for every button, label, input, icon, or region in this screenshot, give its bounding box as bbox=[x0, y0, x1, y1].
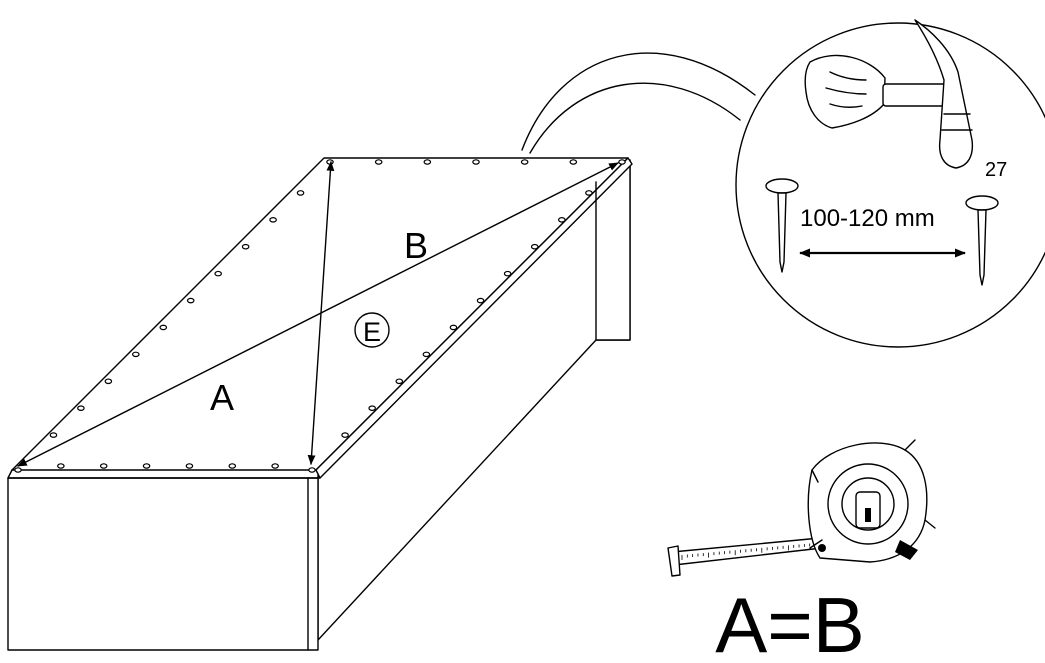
diagonal-a-label: A bbox=[210, 377, 234, 418]
nail-hole bbox=[326, 159, 334, 165]
nail-right-head bbox=[965, 195, 999, 211]
nail-hole bbox=[341, 432, 349, 438]
nail-hole bbox=[214, 270, 222, 277]
nail-hole bbox=[186, 297, 195, 304]
callout-leader-inner bbox=[529, 82, 741, 154]
panel-e-label: E bbox=[363, 317, 381, 347]
nail-hole bbox=[77, 405, 85, 411]
nail-hole bbox=[296, 190, 305, 196]
tape-measure-icon bbox=[667, 439, 936, 577]
nail-hole bbox=[308, 467, 316, 473]
hammer-handle bbox=[882, 83, 950, 107]
cabinet-box bbox=[7, 157, 633, 651]
detail-callout: 27 100-120 mm bbox=[521, 19, 1045, 348]
hammer-hand-icon bbox=[804, 19, 974, 169]
nail-hole bbox=[395, 378, 404, 385]
quantity-label: 27 bbox=[985, 159, 1007, 181]
diagonal-b-arrow bbox=[307, 161, 335, 465]
nail-hole bbox=[142, 463, 151, 469]
nail-hole bbox=[374, 159, 383, 165]
nail-hole bbox=[520, 159, 529, 165]
hammer-head-bands bbox=[941, 113, 973, 131]
diagonal-b-label: B bbox=[404, 225, 428, 266]
nail-hole bbox=[241, 243, 250, 250]
nail-left-head bbox=[765, 178, 799, 194]
tape-blade bbox=[671, 537, 823, 566]
front-panel bbox=[7, 477, 319, 651]
tape-exit bbox=[818, 544, 826, 552]
nail-hole bbox=[368, 405, 376, 411]
nail-hole bbox=[159, 324, 168, 331]
nail-hole bbox=[132, 351, 140, 358]
hand-fingers bbox=[825, 71, 867, 109]
tape-lock-slot bbox=[865, 508, 871, 522]
nail-hole bbox=[228, 463, 237, 469]
nail-hole bbox=[569, 159, 578, 165]
nail-right-shank bbox=[977, 209, 987, 286]
nail-hole bbox=[49, 432, 58, 438]
nail-left-shank bbox=[777, 192, 787, 273]
tape-case-bumpers bbox=[809, 439, 936, 549]
nail-hole bbox=[472, 159, 480, 165]
nail-hole bbox=[476, 297, 485, 304]
nail-hole bbox=[530, 243, 539, 250]
equation-label: A=B bbox=[715, 581, 865, 658]
nail-hole bbox=[422, 351, 431, 358]
tape-hook bbox=[667, 545, 681, 577]
nail-hole bbox=[449, 324, 458, 331]
nail-hole bbox=[99, 463, 108, 469]
nail-hole bbox=[269, 217, 277, 223]
spacing-label: 100-120 mm bbox=[800, 205, 935, 232]
diagonal-arrows bbox=[17, 161, 619, 467]
tape-ticks bbox=[681, 543, 816, 560]
nail-hole bbox=[14, 467, 22, 473]
hammer-head bbox=[914, 19, 974, 169]
callout-leader-outer bbox=[521, 52, 756, 151]
nail-hole bbox=[618, 159, 626, 165]
nail-hole bbox=[423, 159, 432, 165]
nail-icon bbox=[765, 178, 799, 273]
nail-icon bbox=[965, 195, 999, 286]
nail-hole bbox=[503, 270, 512, 277]
nail-hole bbox=[57, 463, 65, 469]
nail-hole bbox=[185, 463, 194, 469]
tape-clip bbox=[895, 540, 918, 560]
panel-e-marker: E bbox=[354, 312, 390, 348]
top-front-corner bbox=[7, 469, 13, 479]
nail-hole bbox=[271, 463, 279, 469]
panel-e-circle bbox=[354, 312, 390, 348]
nail-hole bbox=[558, 217, 566, 223]
nail-hole bbox=[585, 190, 593, 196]
nail-hole bbox=[104, 378, 113, 385]
